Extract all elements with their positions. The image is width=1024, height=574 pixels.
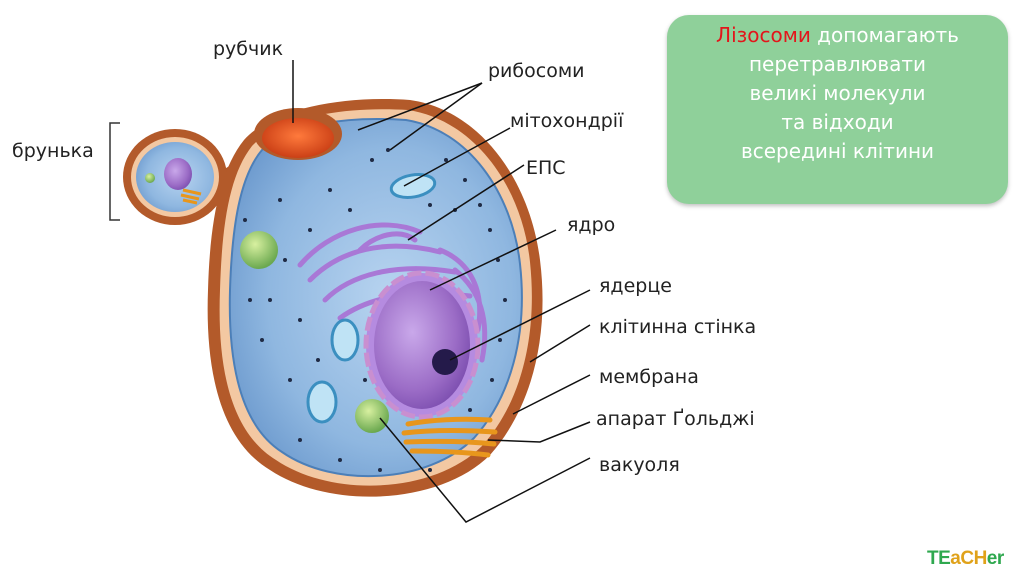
- label-eps: ЕПС: [526, 157, 566, 179]
- label-mitokhondrii: мітохондрії: [510, 110, 623, 132]
- vacuole-upper: [240, 231, 278, 269]
- nucleolus: [432, 349, 458, 375]
- teacher-logo: TEaCHer: [927, 548, 1004, 570]
- callout-line-3: великі молекули: [667, 79, 1008, 108]
- callout-line-2: перетравлювати: [667, 50, 1008, 79]
- label-klitynna-stinka: клітинна стінка: [599, 316, 756, 338]
- label-aparat-goldzhi: апарат Ґольджі: [596, 408, 755, 430]
- label-vakuolia: вакуоля: [599, 454, 680, 476]
- bud-nucleus: [164, 158, 192, 190]
- mitochondrion-3: [308, 382, 336, 422]
- callout-line-1-rest: допомагають: [811, 23, 959, 47]
- callout-line-4: та відходи: [667, 108, 1008, 137]
- bud-scar: [262, 118, 334, 158]
- label-rybosomy: рибосоми: [488, 60, 585, 82]
- label-rubchyk: рубчик: [213, 38, 283, 60]
- main-cell: [208, 99, 543, 497]
- lysosome-callout: Лізосоми допомагають перетравлювати вели…: [667, 15, 1008, 204]
- bud-bracket: [110, 123, 120, 220]
- bud-vacuole: [145, 173, 155, 183]
- label-yaderce: ядерце: [599, 275, 672, 297]
- mitochondrion-2: [332, 320, 358, 360]
- nucleus: [374, 281, 470, 409]
- callout-line-1: Лізосоми допомагають: [667, 21, 1008, 50]
- label-membrana: мембрана: [599, 366, 699, 388]
- callout-line-5: всередині клітини: [667, 137, 1008, 166]
- vacuole: [355, 399, 389, 433]
- callout-highlight: Лізосоми: [716, 23, 811, 47]
- label-yadro: ядро: [567, 214, 615, 236]
- label-brunka: брунька: [12, 140, 94, 162]
